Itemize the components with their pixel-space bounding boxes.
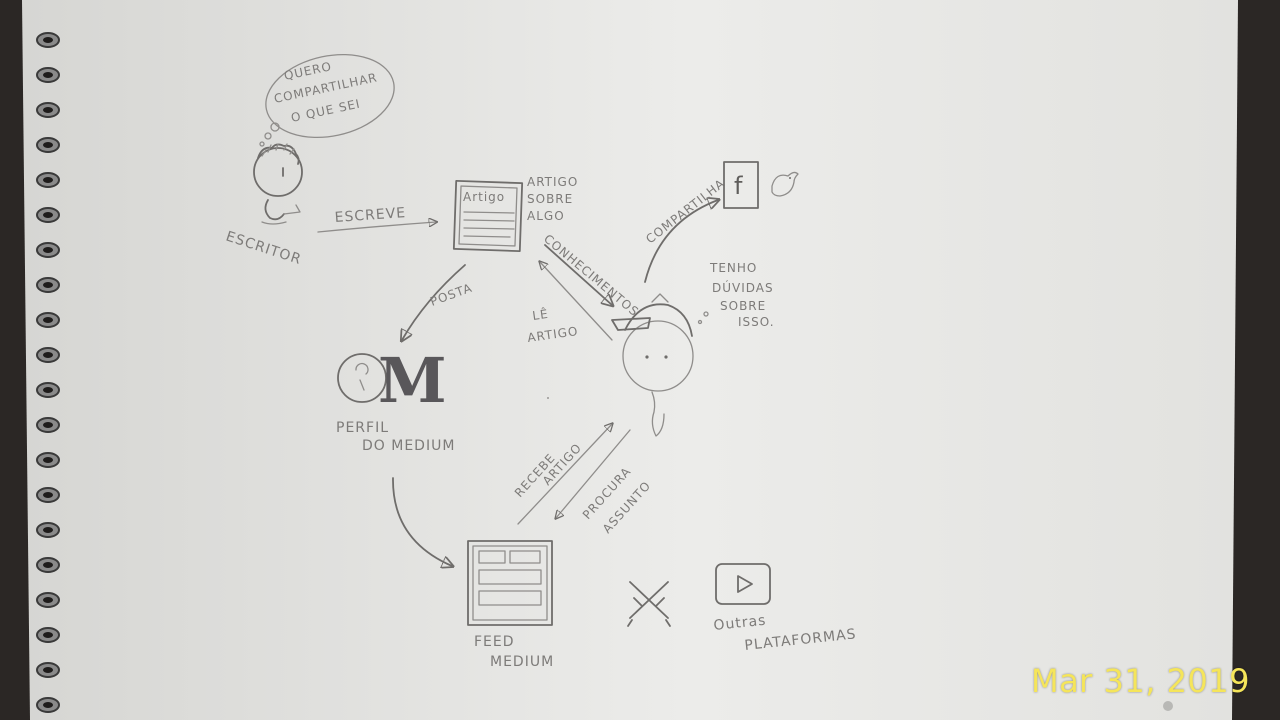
spiral-hole — [43, 107, 53, 113]
reader-thought-line-4: ISSO. — [738, 315, 775, 329]
spiral-hole — [43, 702, 53, 708]
spiral-hole — [43, 317, 53, 323]
feed-screen-icon — [467, 540, 553, 626]
spiral-hole — [43, 422, 53, 428]
feed-label-line-1: FEED — [474, 634, 515, 650]
reader-thought-line-1: TENHO — [709, 261, 757, 275]
spiral-hole — [43, 37, 53, 43]
reader-thought-line-2: DÚVIDAS — [712, 280, 774, 295]
spiral-hole — [43, 212, 53, 218]
twitter-bird-icon — [771, 171, 799, 197]
crossed-swords-icon — [627, 581, 671, 627]
profile-node: M PERFIL DO MEDIUM — [336, 344, 455, 454]
article-note-line-2: SOBRE — [527, 192, 573, 206]
edge-escreve: ESCREVE — [317, 205, 436, 233]
platforms-label-line-1: Outras — [713, 613, 767, 634]
social-icons: f — [723, 161, 799, 209]
spiral-hole — [43, 247, 53, 253]
feed-node: FEED MEDIUM — [467, 540, 554, 670]
spiral-hole — [43, 562, 53, 568]
profile-label-line-2: DO MEDIUM — [362, 438, 455, 454]
profile-avatar-icon — [337, 353, 387, 403]
feed-label-line-2: MEDIUM — [490, 654, 554, 670]
spiral-hole — [43, 492, 53, 498]
spiral-hole — [43, 282, 53, 288]
spiral-hole — [43, 352, 53, 358]
facebook-glyph: f — [734, 172, 743, 200]
reader-thought-line-3: SOBRE — [720, 299, 766, 313]
profile-label-line-1: PERFIL — [336, 420, 389, 436]
spiral-hole — [43, 457, 53, 463]
paper-speck — [1163, 701, 1173, 711]
date-stamp: Mar 31, 2019 — [1030, 662, 1250, 700]
facebook-icon — [723, 161, 759, 209]
reader-figure: TENHO DÚVIDAS SOBRE ISSO. — [611, 261, 775, 437]
paper-sheet — [22, 0, 1238, 720]
spiral-hole — [43, 597, 53, 603]
edge-escreve-label: ESCREVE — [334, 205, 406, 226]
edge-le-artigo-label-1: LÊ — [531, 306, 549, 323]
article-note-line-3: ALGO — [527, 209, 565, 223]
writer-thought-bubble — [265, 53, 395, 139]
spiral-hole — [43, 387, 53, 393]
spiral-hole — [43, 142, 53, 148]
spiral-hole — [43, 72, 53, 78]
article-document-icon — [452, 179, 524, 253]
spiral-hole — [43, 177, 53, 183]
spiral-hole — [43, 527, 53, 533]
spiral-hole — [43, 667, 53, 673]
reader-head — [622, 320, 694, 392]
article-node: Artigo ARTIGO SOBRE ALGO — [452, 175, 578, 253]
writer-head — [253, 147, 303, 197]
spiral-binding — [36, 32, 60, 713]
article-note-line-1: ARTIGO — [527, 175, 578, 189]
spiral-hole — [43, 632, 53, 638]
play-video-icon — [715, 563, 771, 605]
article-box-label: Artigo — [463, 190, 505, 204]
edge-profile-to-feed — [392, 477, 452, 566]
medium-logo: M — [378, 344, 447, 417]
